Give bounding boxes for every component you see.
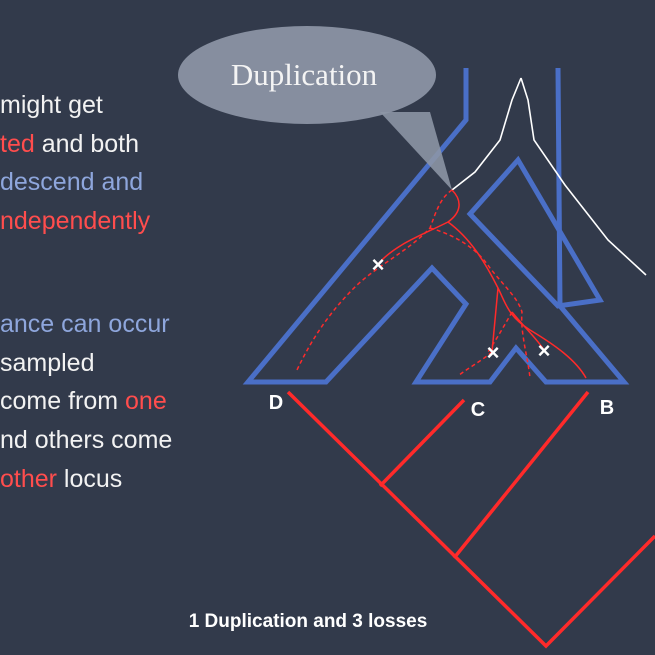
leaf-label-c: C <box>471 399 485 421</box>
text-line: sampled <box>0 344 95 383</box>
text-line: ted and both <box>0 125 139 164</box>
ancestral-lineage <box>451 77 647 276</box>
gene-lineage-dashed <box>457 351 493 377</box>
reference-tree <box>286 390 655 649</box>
loss-marker: × <box>538 338 551 363</box>
species-tree-outline <box>242 67 630 385</box>
gene-lineages <box>295 189 587 379</box>
text-line: ance can occur <box>0 305 170 344</box>
callout-bubble <box>178 26 436 124</box>
text-line: might get <box>0 86 103 125</box>
text-line: come from one <box>0 382 167 421</box>
text-segment: ted <box>0 129 35 158</box>
gene-lineage-dashed <box>487 311 513 353</box>
text-segment: ndependently <box>0 207 151 236</box>
text-segment: and both <box>34 129 140 158</box>
reference-tree-branch <box>378 398 466 488</box>
reference-tree-branch <box>286 390 655 649</box>
text-segment: one <box>125 387 167 416</box>
gene-lineage-solid <box>377 189 460 265</box>
text-segment: other <box>0 464 57 493</box>
leaf-label-d: D <box>269 392 283 414</box>
diagram-caption: 1 Duplication and 3 losses <box>189 611 428 632</box>
text-segment: locus <box>56 464 123 493</box>
gene-lineage-solid <box>511 311 545 351</box>
text-line: other locus <box>0 460 122 499</box>
callout-tail <box>380 112 452 190</box>
text-segment: ance can occur <box>0 310 170 338</box>
species-tree-outer-boundary <box>242 67 630 385</box>
duplication-callout: Duplication <box>178 26 452 190</box>
species-tree-inner-wedge <box>466 155 605 309</box>
loss-marker: × <box>487 340 500 365</box>
text-line: ndependently <box>0 202 150 241</box>
gene-lineage-solid <box>491 287 499 353</box>
callout-label: Duplication <box>231 57 378 92</box>
text-segment: nd others come <box>0 426 173 455</box>
reference-tree-branch <box>452 390 590 560</box>
loss-marker: × <box>372 252 385 277</box>
leaf-label-b: B <box>600 397 614 419</box>
text-segment: might get <box>0 91 103 119</box>
text-line: nd others come <box>0 421 172 460</box>
text-segment: descend and <box>0 168 144 197</box>
gene-lineage-solid <box>447 221 587 379</box>
text-segment: come from <box>0 387 126 416</box>
text-segment: sampled <box>0 348 95 377</box>
gene-lineage-dashed <box>429 227 531 379</box>
text-line: descend and <box>0 163 143 202</box>
gene-lineage-dashed <box>295 189 453 373</box>
